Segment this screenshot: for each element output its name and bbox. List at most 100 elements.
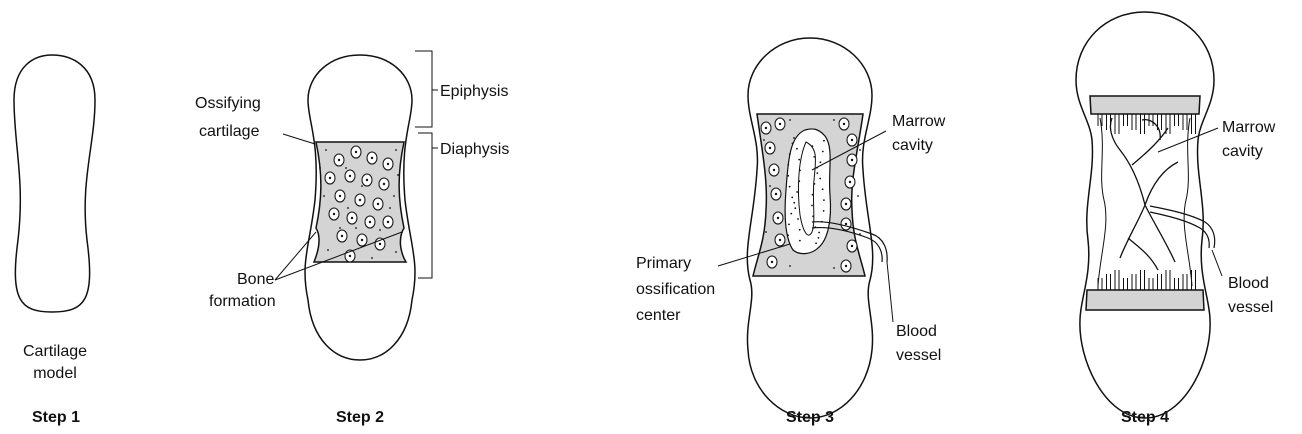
marrow-cavity-label-3-line2: cavity: [892, 137, 933, 154]
cell-nucleus: [366, 179, 368, 181]
step1-panel: Cartilage model Step 1: [14, 55, 95, 426]
primary-center-label-line3: center: [636, 307, 681, 324]
epiphysis-label: Epiphysis: [440, 83, 508, 100]
matrix-dot: [787, 175, 789, 177]
matrix-dot: [790, 213, 792, 215]
matrix-dot: [798, 159, 800, 161]
matrix-dot: [812, 215, 814, 217]
step1-title: Step 1: [32, 409, 80, 426]
cell-nucleus: [849, 181, 851, 183]
cell-nucleus: [845, 223, 847, 225]
step4-title: Step 4: [1121, 409, 1169, 426]
cell-nucleus: [771, 261, 773, 263]
blood-vessel-label-4-line2: vessel: [1228, 299, 1273, 316]
cell-nucleus: [349, 255, 351, 257]
matrix-dot: [788, 224, 790, 226]
blood-vessel-leader-4: [1212, 250, 1222, 276]
cell-nucleus: [851, 245, 853, 247]
matrix-dot: [339, 227, 341, 229]
cell-nucleus: [329, 177, 331, 179]
matrix-dot: [763, 139, 765, 141]
matrix-dot: [389, 207, 391, 209]
matrix-dot: [799, 170, 801, 172]
cartilage-model-label-line2: model: [33, 365, 77, 382]
matrix-dot: [395, 149, 397, 151]
blood-vessel-label-4-line1: Blood: [1228, 275, 1269, 292]
cell-nucleus: [851, 139, 853, 141]
cell-nucleus: [379, 243, 381, 245]
cartilage-model-label-line1: Cartilage: [23, 343, 87, 360]
cell-nucleus: [349, 175, 351, 177]
matrix-dot: [833, 267, 835, 269]
primary-center-label-line2: ossification: [636, 281, 715, 298]
diaphysis-bracket: [418, 133, 438, 278]
matrix-dot: [819, 178, 821, 180]
matrix-dot: [818, 232, 820, 234]
step4-bottom-bone-band: [1086, 290, 1204, 310]
cell-nucleus: [361, 239, 363, 241]
matrix-dot: [797, 218, 799, 220]
cell-nucleus: [765, 127, 767, 129]
matrix-dot: [822, 151, 824, 153]
cell-nucleus: [355, 151, 357, 153]
marrow-cavity-label-4-line2: cavity: [1222, 143, 1263, 160]
matrix-dot: [794, 207, 796, 209]
blood-vessel-leader-3: [887, 262, 893, 322]
cell-nucleus: [359, 199, 361, 201]
matrix-dot: [395, 251, 397, 253]
epiphysis-bracket: [415, 51, 438, 127]
matrix-dot: [793, 202, 795, 204]
matrix-dot: [811, 205, 813, 207]
matrix-dot: [393, 195, 395, 197]
matrix-dot: [815, 242, 817, 244]
matrix-dot: [799, 229, 801, 231]
matrix-dot: [796, 191, 798, 193]
matrix-dot: [792, 143, 794, 145]
matrix-dot: [857, 195, 859, 197]
cartilage-model-shape: [14, 55, 95, 312]
matrix-dot: [379, 229, 381, 231]
matrix-dot: [798, 180, 800, 182]
matrix-dot: [818, 237, 820, 239]
cell-nucleus: [383, 183, 385, 185]
cell-nucleus: [845, 265, 847, 267]
matrix-dot: [814, 183, 816, 185]
matrix-dot: [325, 149, 327, 151]
matrix-dot: [361, 185, 363, 187]
cell-nucleus: [775, 193, 777, 195]
matrix-dot: [323, 195, 325, 197]
matrix-dot: [789, 119, 791, 121]
matrix-dot: [816, 172, 818, 174]
matrix-dot: [355, 227, 357, 229]
matrix-dot: [823, 199, 825, 201]
matrix-dot: [799, 240, 801, 242]
cell-nucleus: [779, 239, 781, 241]
step2-title: Step 2: [336, 409, 384, 426]
matrix-dot: [789, 153, 791, 155]
cell-nucleus: [351, 217, 353, 219]
matrix-dot: [319, 167, 321, 169]
cell-nucleus: [843, 123, 845, 125]
cell-nucleus: [851, 159, 853, 161]
step3-panel: Marrow cavity Primary ossification cente…: [636, 38, 946, 426]
matrix-dot: [823, 210, 825, 212]
blood-vessel-label-3-line2: vessel: [896, 347, 941, 364]
cell-nucleus: [369, 221, 371, 223]
step4-bone-outline: [1076, 12, 1214, 418]
matrix-dot: [787, 164, 789, 166]
cell-nucleus: [333, 213, 335, 215]
cell-nucleus: [338, 159, 340, 161]
step4-top-bone-band: [1090, 96, 1200, 114]
matrix-dot: [787, 234, 789, 236]
cell-nucleus: [845, 203, 847, 205]
matrix-dot: [812, 145, 814, 147]
ossifying-label-line2: cartilage: [199, 123, 260, 140]
matrix-dot: [345, 167, 347, 169]
matrix-dot: [327, 249, 329, 251]
matrix-dot: [371, 257, 373, 259]
marrow-cavity-label-3-line1: Marrow: [892, 113, 946, 130]
matrix-dot: [765, 231, 767, 233]
step3-title: Step 3: [786, 409, 834, 426]
matrix-dot: [397, 174, 399, 176]
